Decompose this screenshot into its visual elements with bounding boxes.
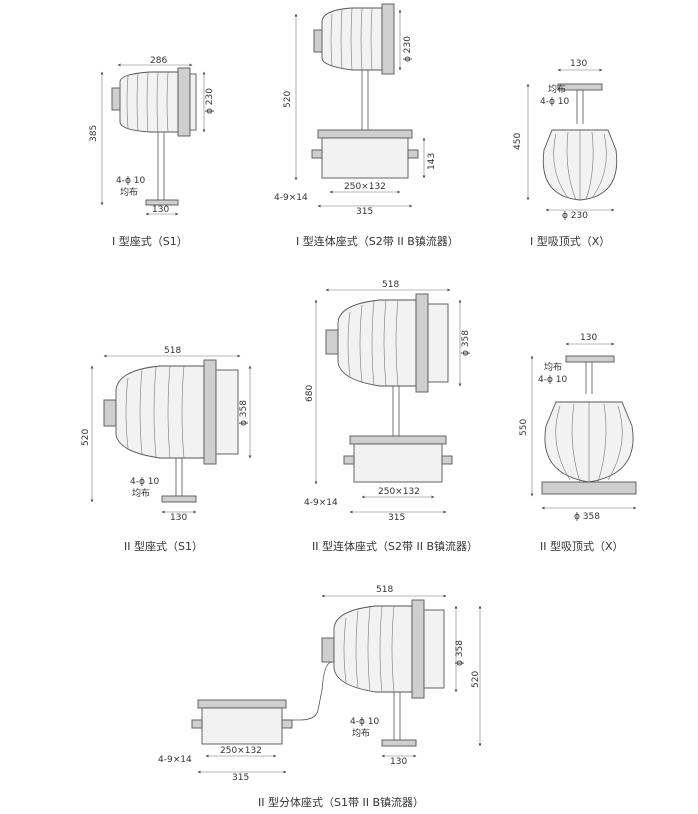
caption: I 型连体座式（S2带 II B镇流器）	[296, 234, 459, 248]
dim-diameter: ϕ 230	[403, 36, 413, 62]
dim-base: 130	[390, 757, 407, 767]
diagram-ii-s2: 518 680 ϕ 358 4-9×14 250×132 315 II 型连体座…	[304, 280, 478, 553]
ceiling-plate	[557, 83, 603, 91]
dim-width: 518	[164, 346, 181, 356]
dim-even: 均布	[548, 83, 566, 95]
dim-width: 518	[382, 280, 399, 290]
stem	[361, 70, 369, 130]
box-lid	[197, 699, 287, 709]
dim-holes: 4-ϕ 10	[538, 375, 567, 385]
caption: I 型座式（S1）	[112, 234, 188, 248]
dim-diameter: ϕ 358	[455, 640, 465, 666]
dim-height: 520	[471, 671, 481, 688]
lamp-head	[313, 3, 395, 75]
caption: II 型连体座式（S2带 II B镇流器）	[312, 539, 478, 553]
dim-box-width: 315	[388, 513, 405, 523]
stem	[585, 362, 593, 394]
dim-holes: 4-ϕ 10	[130, 477, 159, 487]
dim-even: 均布	[120, 186, 138, 198]
stem	[175, 458, 183, 496]
dim-top: 130	[580, 333, 597, 343]
dim-box-width: 315	[356, 207, 373, 217]
dim-even: 均布	[132, 487, 150, 499]
diagram-i-x: 130 均布 4-ϕ 10 450 ϕ 230 I 型吸顶式（X）	[513, 59, 618, 248]
dim-holes: 4-ϕ 10	[540, 97, 569, 107]
stem	[576, 90, 584, 124]
dim-even: 均布	[544, 361, 562, 373]
base-plate	[161, 495, 197, 503]
dim-slots: 4-9×14	[274, 193, 308, 203]
dim-holes: 4-ϕ 10	[350, 717, 379, 727]
lamp-head	[103, 359, 239, 465]
dim-box-size: 250×132	[378, 487, 420, 497]
box-lid	[349, 435, 447, 445]
ballast-box	[321, 137, 409, 179]
cable	[282, 661, 333, 721]
dim-diameter: ϕ 230	[562, 211, 588, 221]
dim-holes: 4-ϕ 10	[116, 176, 145, 186]
base-plate	[145, 199, 179, 206]
dim-even: 均布	[352, 727, 370, 739]
caption: I 型吸顶式（X）	[530, 234, 610, 248]
ballast-box	[353, 443, 443, 483]
diagram-ii-x: 130 均布 4-ϕ 10 550 ϕ 358 II 型吸顶式（X）	[519, 333, 637, 553]
dim-base: 130	[170, 513, 187, 523]
diagram-ii-s1: 518 520 ϕ 358 4-ϕ 10 均布 130 II 型座式（S1）	[81, 346, 252, 553]
base-plate	[381, 739, 417, 747]
stem	[393, 692, 401, 740]
caption: II 型座式（S1）	[124, 539, 203, 553]
lamp-head	[325, 293, 449, 393]
caption: II 型吸顶式（X）	[540, 539, 624, 553]
diagram-i-s1: 286 385 ϕ 230 4-ϕ 10 均布 130 I 型座式（S1）	[89, 56, 215, 248]
ballast-box	[201, 707, 283, 745]
dim-width: 286	[150, 56, 167, 66]
dim-slots: 4-9×14	[158, 755, 192, 765]
dim-top: 130	[570, 59, 587, 69]
dim-height: 520	[283, 91, 293, 108]
dim-height: 550	[519, 419, 529, 436]
dim-diameter: ϕ 358	[461, 330, 471, 356]
dim-box-size: 250×132	[220, 746, 262, 756]
lamp-head	[321, 599, 445, 699]
dim-diameter: ϕ 358	[574, 512, 600, 522]
ceiling-plate	[565, 355, 615, 363]
dim-width: 518	[376, 585, 393, 595]
box-lid	[317, 129, 413, 139]
lamp-head	[111, 67, 197, 137]
diagram-ii-s1-split: 518 ϕ 358 520 4-ϕ 10 均布 4-9×14 250×132 3…	[158, 585, 482, 809]
caption: II 型分体座式（S1带 II B镇流器）	[258, 795, 424, 809]
dim-diameter: ϕ 358	[239, 400, 249, 426]
dim-height: 680	[305, 385, 315, 402]
dim-base: 130	[152, 205, 169, 215]
dim-height: 520	[81, 429, 91, 446]
dim-slots: 4-9×14	[304, 498, 338, 508]
lamp-ring	[541, 481, 637, 495]
dim-box-width: 315	[232, 773, 249, 783]
dim-box-height: 143	[427, 153, 437, 170]
stem	[157, 132, 165, 200]
stem	[392, 386, 400, 436]
dim-height: 450	[513, 133, 523, 150]
dim-box-size: 250×132	[344, 182, 386, 192]
diagram-i-s2: 520 ϕ 230 143 250×132 315 4-9×14 I 型连体座式…	[274, 3, 459, 248]
dim-height: 385	[89, 125, 99, 142]
dim-diameter: ϕ 230	[205, 88, 215, 114]
